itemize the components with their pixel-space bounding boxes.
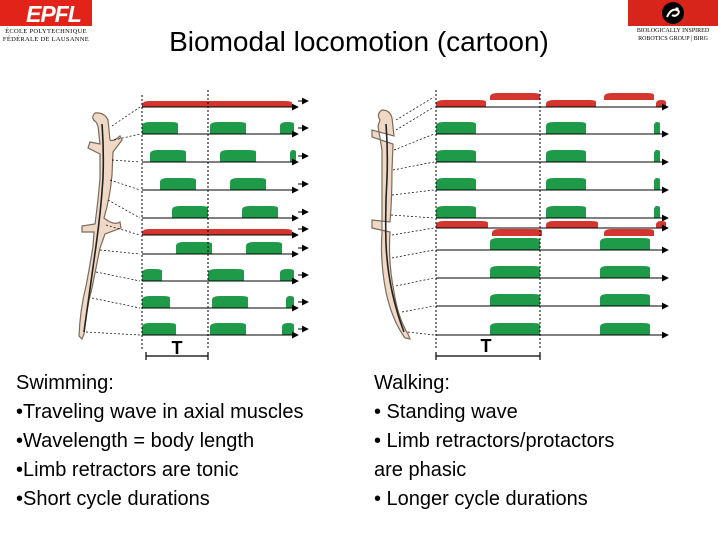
limb-burst-swimming [220,150,256,162]
axial-burst-swimming [142,229,292,235]
limb-burst-swimming [210,323,246,335]
limb-burst-swimming [160,178,196,190]
walking-bullet: • Standing wave [374,401,518,423]
swimming-activity-diagram [141,90,309,350]
limb-burst-walking [490,266,540,278]
axial-burst-swimming [142,101,292,107]
limb-burst-walking [546,150,586,162]
limb-burst-walking [436,178,476,190]
walking-activity-diagram [435,90,669,350]
swimming-heading: Swimming: [16,372,114,394]
limb-burst-swimming [142,323,176,335]
limb-burst-swimming [142,122,178,134]
limb-burst-walking [654,150,660,162]
salamander-walking-icon [371,109,411,340]
limb-burst-swimming [246,242,282,254]
epfl-logo: EPFL ÉCOLE POLYTECHNIQUE FÉDÉRALE DE LAU… [0,0,92,46]
birg-logo-line2: ROBOTICS GROUP | BIRG [638,36,708,42]
swimming-bullet: •Traveling wave in axial muscles [16,401,304,423]
swimming-period-label: T [172,338,183,358]
axial-burst-walking [546,221,598,228]
limb-burst-swimming [282,323,294,335]
swimming-bullet: •Wavelength = body length [16,430,255,452]
limb-burst-walking [490,323,540,335]
birg-logo-mark [628,0,718,26]
limb-burst-walking [436,122,476,134]
axial-burst-walking [656,100,666,107]
walking-period-label: T [481,336,492,356]
swimming-description: Swimming: •Traveling wave in axial muscl… [16,369,303,514]
limb-burst-walking [546,122,586,134]
walking-description: Walking: • Standing wave • Limb retracto… [374,369,614,514]
axial-burst-walking [490,93,540,100]
walking-bullet: • Limb retractors/protactors [374,430,615,452]
axial-burst-walking [436,221,488,228]
limb-burst-swimming [290,150,296,162]
limb-burst-swimming [280,269,294,281]
limb-burst-walking [600,238,650,250]
limb-burst-swimming [210,122,246,134]
limb-burst-walking [600,266,650,278]
walking-heading: Walking: [374,372,450,394]
walking-period-marker: T [435,336,541,360]
limb-burst-walking [654,122,660,134]
limb-burst-swimming [142,296,170,308]
birg-logo-line1: BIOLOGICALLY INSPIRED [636,28,710,34]
limb-burst-walking [546,206,586,218]
axial-burst-walking [546,100,596,107]
limb-burst-walking [490,238,540,250]
limb-burst-swimming [286,296,294,308]
limb-burst-swimming [172,206,208,218]
limb-burst-walking [654,178,660,190]
birg-logo: BIOLOGICALLY INSPIRED ROBOTICS GROUP | B… [628,0,718,46]
axial-burst-walking [604,229,654,236]
limb-burst-swimming [242,206,278,218]
limb-burst-swimming [230,178,266,190]
limb-burst-walking [490,294,540,306]
limb-burst-walking [654,206,660,218]
limb-burst-walking [546,178,586,190]
walking-bullet: • Longer cycle durations [374,488,588,510]
limb-burst-walking [436,206,476,218]
limb-burst-swimming [212,296,248,308]
swimming-period-marker: T [145,338,209,360]
limb-burst-walking [600,323,650,335]
axial-burst-walking [492,229,542,236]
swimming-bullet: •Short cycle durations [16,488,210,510]
epfl-logo-line2: FÉDÉRALE DE LAUSANNE [2,36,90,43]
salamander-swimming-icon [78,112,123,341]
limb-burst-walking [436,150,476,162]
axial-burst-walking [436,100,486,107]
swimming-bullet: •Limb retractors are tonic [16,459,239,481]
epfl-logo-line1: ÉCOLE POLYTECHNIQUE [5,28,87,35]
limb-burst-swimming [176,242,212,254]
limb-burst-swimming [208,269,244,281]
epfl-logo-mark: EPFL [0,0,92,27]
page-title: Biomodal locomotion (cartoon) [169,26,549,57]
limb-burst-swimming [280,122,294,134]
limb-burst-swimming [150,150,186,162]
limb-burst-walking [600,294,650,306]
walking-bullet: are phasic [374,459,467,481]
limb-burst-swimming [142,269,162,281]
axial-burst-walking [656,221,666,228]
axial-burst-walking [604,93,654,100]
